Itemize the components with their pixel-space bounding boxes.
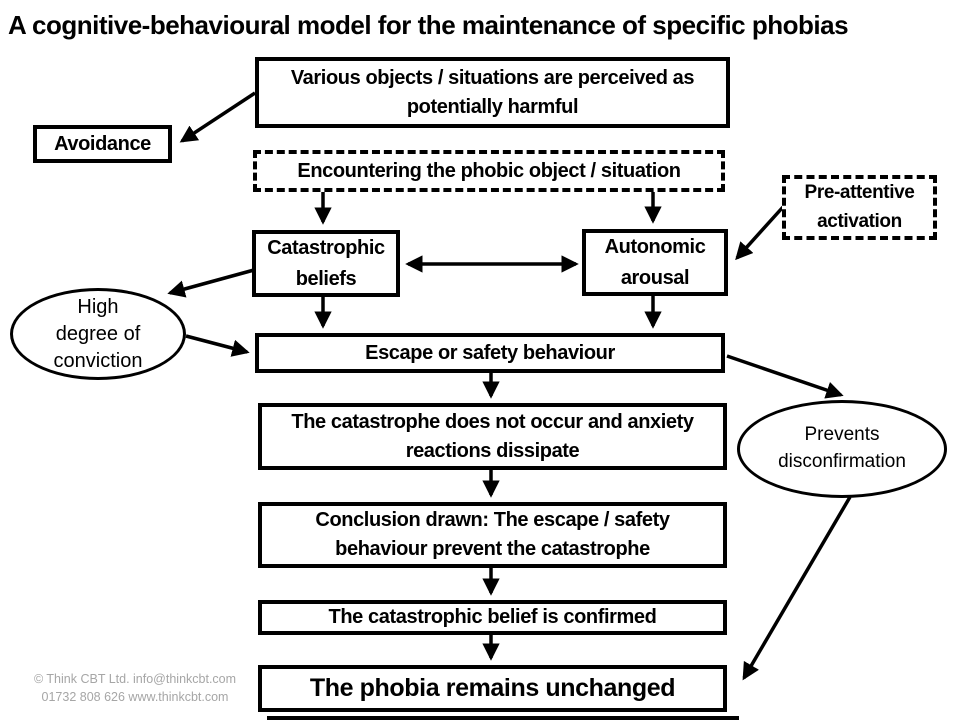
footer-line-1: © Think CBT Ltd. info@thinkcbt.com [33,672,237,686]
node-autonomic-arousal: Autonomic arousal [582,229,728,296]
node-phobia-remains-unchanged: The phobia remains unchanged [258,665,727,712]
node-label: Autonomic arousal [604,235,706,289]
node-pre-attentive-activation: Pre-attentive activation [782,175,937,240]
node-high-degree-of-conviction: High degree of conviction [10,288,186,380]
arrow-catastrophic-to-conviction [167,268,255,298]
page-title: A cognitive-behavioural model for the ma… [8,10,849,40]
node-avoidance: Avoidance [33,125,172,163]
footer-line-2: 01732 808 626 www.thinkcbt.com [41,689,229,704]
node-catastrophic-belief-confirmed: The catastrophic belief is confirmed [258,600,727,635]
node-label: Various objects / situations are perceiv… [290,66,695,118]
node-encountering-phobic-object: Encountering the phobic object / situati… [253,150,725,192]
node-escape-or-safety-behaviour: Escape or safety behaviour [255,333,725,373]
node-label: Encountering the phobic object / situati… [297,159,681,182]
copyright-footer: © Think CBT Ltd. info@thinkcbt.com 01732… [20,671,250,706]
node-conclusion-drawn: Conclusion drawn: The escape / safety be… [258,502,727,568]
arrow-preattentive-to-autonomic [735,205,785,261]
node-label: The phobia remains unchanged [309,674,676,703]
node-label: Escape or safety behaviour [365,341,615,364]
arrow-conviction-to-escape [185,334,250,357]
arrow-various-to-avoidance [179,91,256,143]
node-label: High degree of conviction [53,295,143,372]
node-label: Catastrophic beliefs [267,236,385,290]
node-catastrophic-beliefs: Catastrophic beliefs [252,230,400,297]
node-label: Prevents disconfirmation [778,424,906,472]
arrow-escape-to-prevents [726,354,844,399]
node-label: Avoidance [54,132,151,155]
node-label: Conclusion drawn: The escape / safety be… [315,509,670,560]
bottom-edge-bar [267,716,739,720]
arrow-prevents-to-phobia [742,496,852,681]
node-label: The catastrophic belief is confirmed [328,606,657,628]
node-various-objects: Various objects / situations are perceiv… [255,57,730,128]
node-catastrophe-does-not-occur: The catastrophe does not occur and anxie… [258,403,727,470]
node-prevents-disconfirmation: Prevents disconfirmation [737,400,947,498]
node-label: Pre-attentive activation [804,182,915,232]
node-label: The catastrophe does not occur and anxie… [291,410,694,462]
